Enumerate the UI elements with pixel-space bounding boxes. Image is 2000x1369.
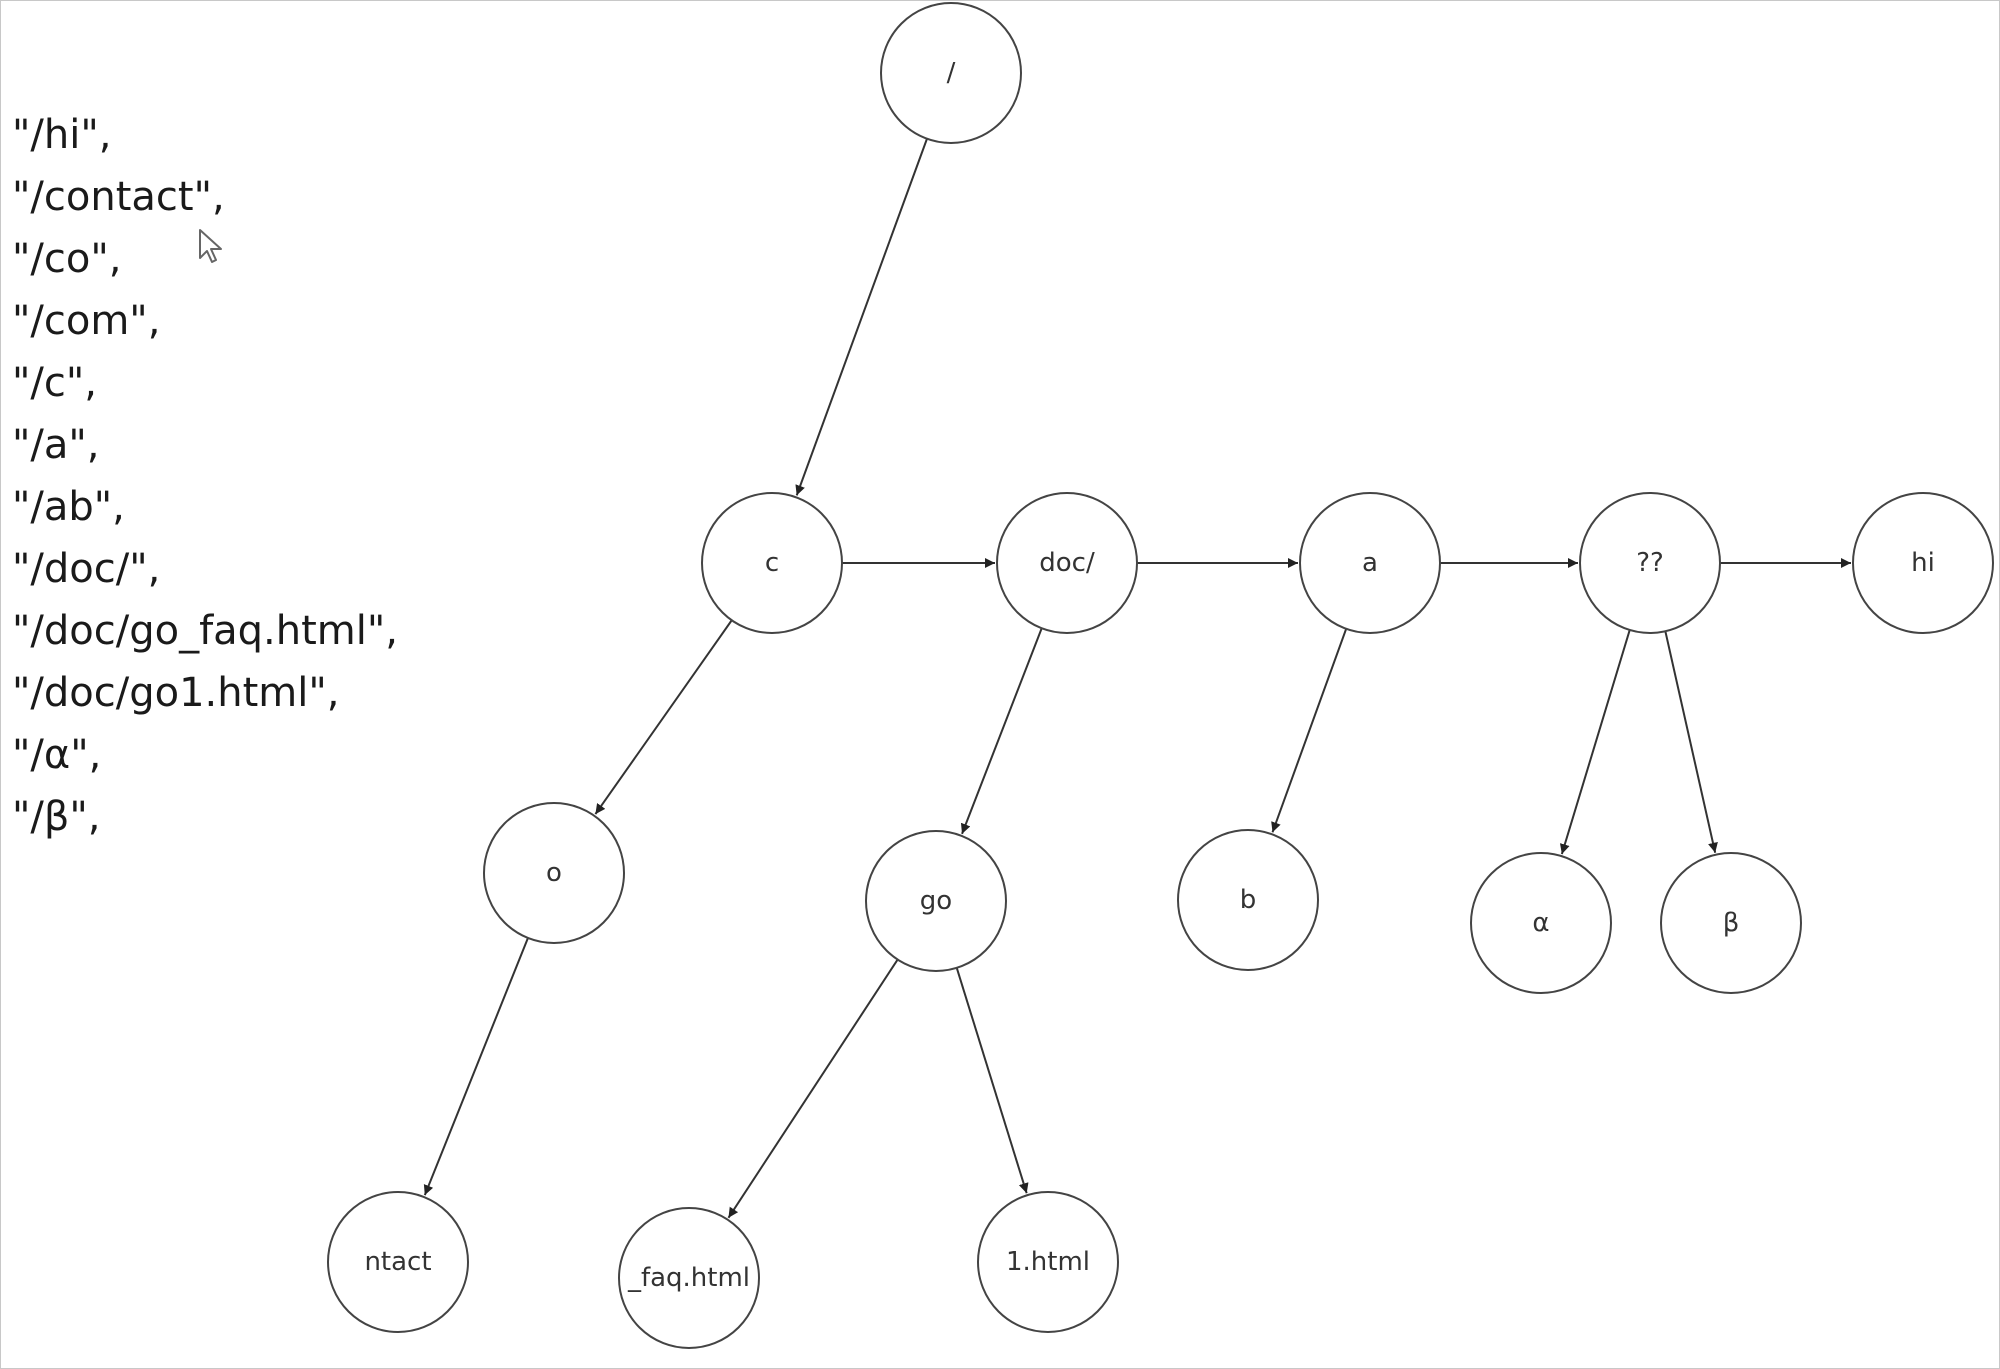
edge-go-faq: [727, 959, 899, 1219]
route-item: "/co",: [12, 236, 122, 282]
tree-node-go: go: [865, 830, 1007, 972]
edge-doc-go: [960, 627, 1043, 835]
tree-node-alpha: α: [1470, 852, 1612, 994]
node-label: go: [920, 886, 952, 916]
node-circle: [1177, 829, 1319, 971]
node-label: c: [765, 548, 779, 578]
node-circle: [865, 830, 1007, 972]
node-circle: [1852, 492, 1994, 634]
edge-qq-alpha: [1559, 629, 1631, 855]
edge-qq-beta: [1664, 631, 1718, 853]
route-item: "/ab",: [12, 484, 125, 530]
node-label: /: [947, 58, 956, 88]
tree-node-qq: ??: [1579, 492, 1721, 634]
route-item: "/doc/go1.html",: [12, 670, 340, 716]
node-label: hi: [1911, 548, 1935, 578]
node-circle: [1470, 852, 1612, 994]
route-item: "/doc/go_faq.html",: [12, 608, 398, 654]
node-circle: [1660, 852, 1802, 994]
route-item: "/hi",: [12, 112, 112, 158]
tree-node-html1: 1.html: [977, 1191, 1119, 1333]
tree-node-hi: hi: [1852, 492, 1994, 634]
edge-a-b: [1271, 628, 1348, 833]
edge-o-ntact: [423, 937, 529, 1196]
route-item: "/com",: [12, 298, 161, 344]
node-label: ntact: [364, 1247, 431, 1277]
node-label: ??: [1636, 548, 1664, 578]
node-label: a: [1362, 548, 1378, 578]
route-item: "/contact",: [12, 174, 225, 220]
route-list: "/hi", "/contact", "/co", "/com", "/c", …: [12, 104, 398, 848]
edge-root-c: [795, 138, 928, 496]
node-circle: [996, 492, 1138, 634]
tree-node-o: o: [483, 802, 625, 944]
node-circle: [880, 2, 1022, 144]
node-label: α: [1532, 908, 1549, 938]
tree-node-b: b: [1177, 829, 1319, 971]
tree-node-root: /: [880, 2, 1022, 144]
tree-node-doc: doc/: [996, 492, 1138, 634]
node-label: 1.html: [1006, 1247, 1090, 1277]
node-label: β: [1723, 908, 1740, 938]
node-label: doc/: [1039, 548, 1095, 578]
node-label: _faq.html: [627, 1263, 750, 1293]
node-circle: [483, 802, 625, 944]
node-circle: [1579, 492, 1721, 634]
route-item: "/α",: [12, 732, 102, 778]
route-item: "/a",: [12, 422, 100, 468]
edge-go-html1: [955, 967, 1029, 1194]
tree-node-beta: β: [1660, 852, 1802, 994]
node-circle: [977, 1191, 1119, 1333]
route-item: "/β",: [12, 794, 101, 840]
tree-node-a: a: [1299, 492, 1441, 634]
node-circle: [618, 1207, 760, 1349]
node-circle: [701, 492, 843, 634]
tree-node-c: c: [701, 492, 843, 634]
route-item: "/c",: [12, 360, 97, 406]
tree-node-ntact: ntact: [327, 1191, 469, 1333]
node-circle: [1299, 492, 1441, 634]
node-label: o: [546, 858, 562, 888]
edge-c-o: [594, 619, 733, 815]
tree-node-faq: _faq.html: [618, 1207, 760, 1349]
node-circle: [327, 1191, 469, 1333]
route-item: "/doc/",: [12, 546, 161, 592]
node-label: b: [1240, 885, 1257, 915]
mouse-cursor-icon: [199, 229, 222, 263]
